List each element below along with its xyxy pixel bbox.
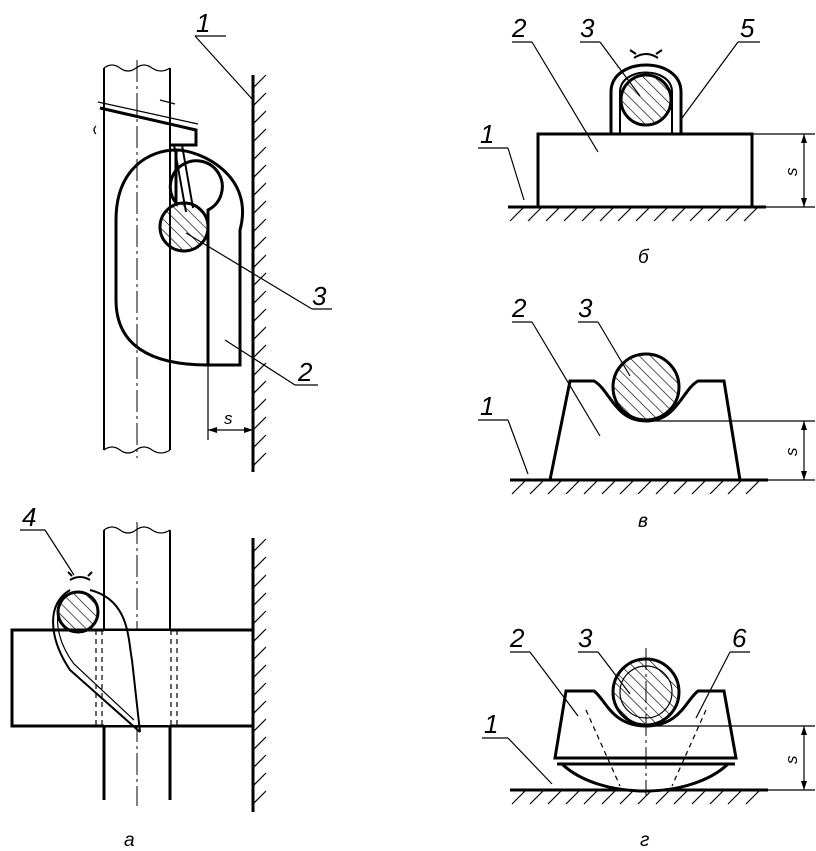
dim-s-b: s	[782, 167, 801, 176]
label-1-b: 1	[480, 119, 494, 149]
label-1-g: 1	[484, 709, 498, 739]
caption-b: б	[638, 247, 650, 268]
figure-b: s 1 2 3 5 б	[478, 13, 815, 268]
figure-a-top: s 1 3 2	[93, 8, 332, 472]
label-3-a: 3	[312, 281, 327, 311]
label-1-v: 1	[480, 391, 494, 421]
figure-g: s 1 2 3 6 г	[482, 623, 815, 851]
label-6: 6	[732, 623, 747, 653]
label-1-a: 1	[196, 8, 210, 38]
label-2-g: 2	[509, 623, 525, 653]
label-2-b: 2	[511, 13, 527, 43]
label-5: 5	[740, 13, 755, 43]
dim-s-g: s	[782, 755, 801, 764]
caption-g: г	[640, 830, 649, 851]
wall-hatching-top	[251, 74, 267, 472]
label-2-v: 2	[511, 293, 527, 323]
label-3-v: 3	[578, 293, 593, 323]
caption-v: в	[638, 511, 648, 532]
label-3-b: 3	[580, 13, 595, 43]
label-2-a: 2	[297, 357, 313, 387]
label-4: 4	[22, 502, 36, 532]
dim-s-v: s	[782, 447, 801, 456]
label-3-g: 3	[578, 623, 593, 653]
figure-v: s 1 2 3 в	[478, 293, 815, 532]
dim-s-a: s	[224, 409, 233, 428]
figure-a-bottom: 4 а	[10, 502, 267, 851]
caption-a: а	[124, 830, 135, 851]
